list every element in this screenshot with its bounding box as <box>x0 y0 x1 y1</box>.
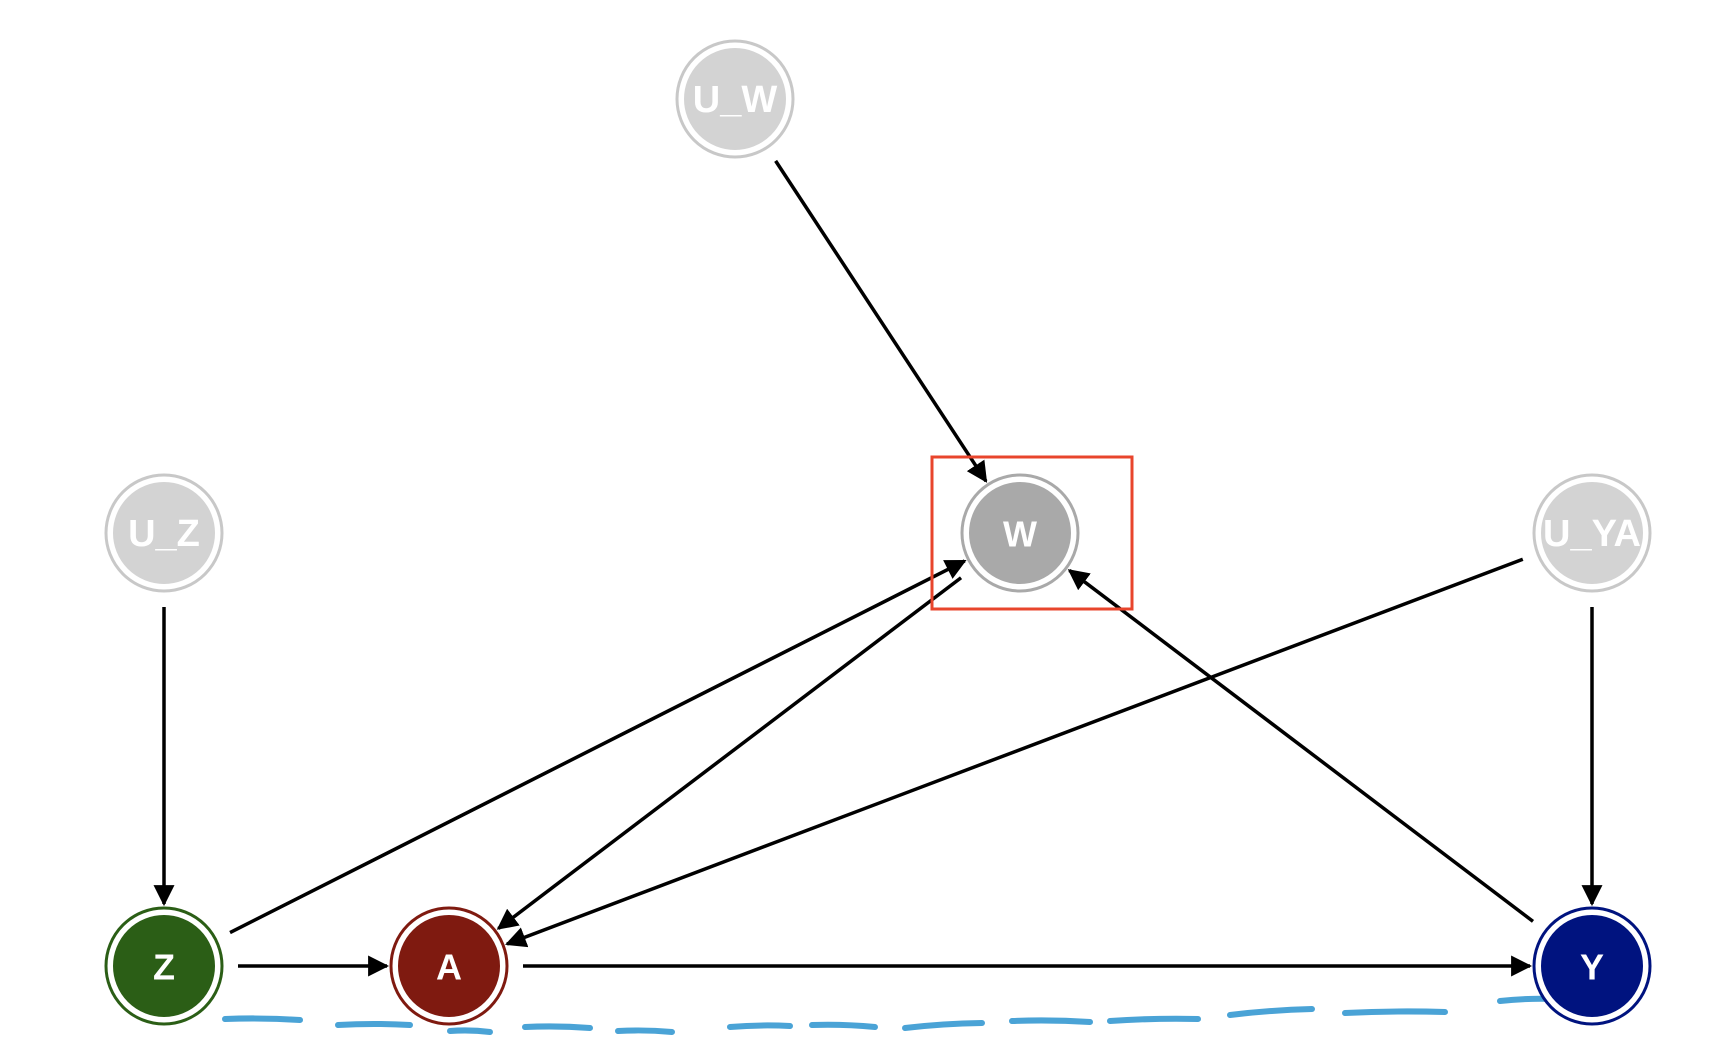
node-label: W <box>1003 514 1037 555</box>
nodes-layer: U_W U_Z W U_YA Z A Y <box>104 39 1652 1026</box>
dashed-annotation-segment <box>615 1027 675 1035</box>
dashed-annotation-segment <box>727 1022 793 1030</box>
dashed-annotation-segment <box>447 1027 493 1035</box>
dashed-annotation-segment <box>902 1020 985 1031</box>
node-circle <box>682 46 788 152</box>
node-circle <box>111 480 217 586</box>
node-label: Z <box>153 947 175 988</box>
node-label: Y <box>1580 947 1604 988</box>
edge-u-ya-to-a <box>505 557 1524 948</box>
node-circle <box>111 913 217 1019</box>
dashed-annotation-segment <box>1009 1017 1093 1025</box>
edge-y-to-w <box>1067 569 1535 923</box>
dashed-annotation-segment <box>1107 1015 1201 1024</box>
edge-w-to-a <box>496 576 963 930</box>
node-label: U_YA <box>1543 513 1641 555</box>
edge-u-w-to-w <box>774 159 988 483</box>
dashed-annotation-segment <box>809 1021 878 1030</box>
node-y: Y <box>1532 906 1652 1026</box>
node-label: U_W <box>693 79 778 121</box>
node-a: A <box>389 906 509 1026</box>
node-u-w: U_W <box>675 39 795 159</box>
node-circle <box>967 480 1073 586</box>
node-w: W <box>960 473 1080 593</box>
edges-layer <box>153 159 1603 977</box>
dashed-annotation-segment <box>522 1023 593 1031</box>
dashed-annotation-segment <box>335 1021 413 1028</box>
node-label: A <box>436 947 462 988</box>
edge-z-to-w <box>229 559 967 935</box>
node-circle <box>396 913 502 1019</box>
node-u-z: U_Z <box>104 473 224 593</box>
node-z: Z <box>104 906 224 1026</box>
node-circle <box>1539 480 1645 586</box>
node-circle <box>1539 913 1645 1019</box>
node-u-ya: U_YA <box>1532 473 1652 593</box>
highlight-box <box>930 455 1134 611</box>
dashed-annotation-segment <box>1227 1006 1315 1018</box>
dashed-annotation-segment <box>222 1015 303 1023</box>
dashed-annotation-segment <box>1342 1008 1448 1016</box>
node-label: U_Z <box>128 513 200 555</box>
